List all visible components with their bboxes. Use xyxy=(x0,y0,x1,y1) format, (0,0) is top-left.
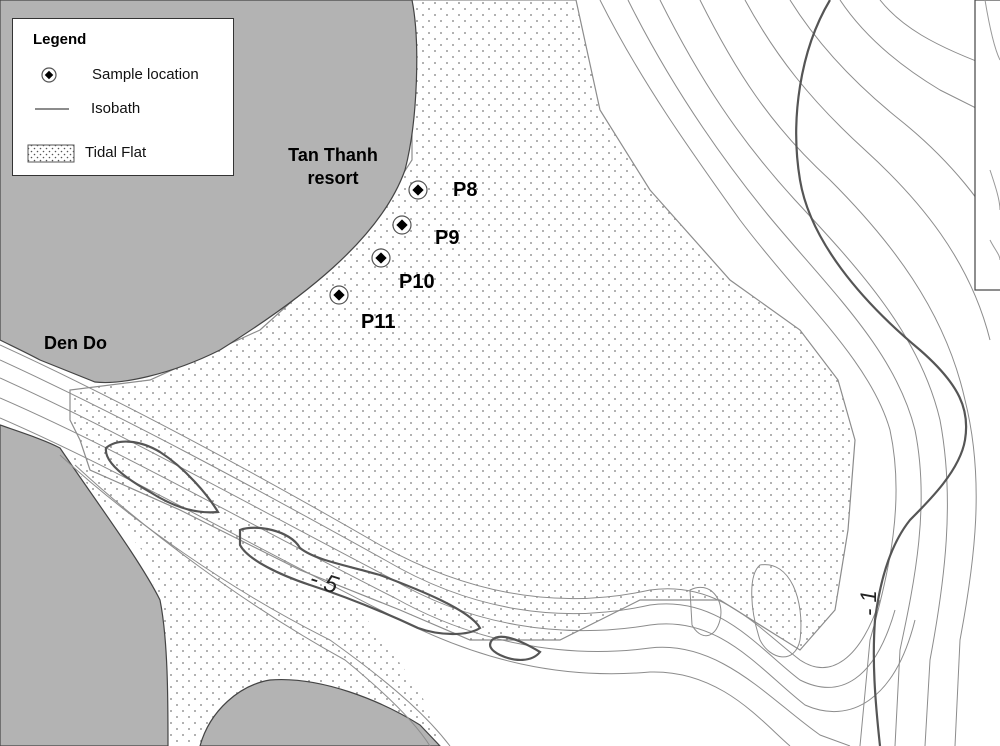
label-p11: P11 xyxy=(361,311,395,333)
legend-label-sample-location: Sample location xyxy=(92,66,199,83)
tidal-flat-area xyxy=(69,0,856,651)
label-resort: resort xyxy=(307,168,358,188)
legend-title: Legend xyxy=(33,31,87,48)
isobath-minus5-shoal-2 xyxy=(238,526,482,636)
map-legend: Legend Sample location Isobath xyxy=(12,18,234,176)
legend-label-tidal-flat: Tidal Flat xyxy=(85,144,147,161)
legend-item-sample-location: Sample location xyxy=(13,63,233,87)
legend-item-isobath: Isobath xyxy=(13,97,233,121)
sample-marker-p11[interactable] xyxy=(329,285,349,305)
label-p10: P10 xyxy=(399,271,435,293)
sample-markers xyxy=(329,180,428,305)
label-tan-thanh: Tan Thanh xyxy=(288,145,378,165)
tidal-flat-pattern-icon xyxy=(27,141,75,165)
sample-marker-p8[interactable] xyxy=(408,180,428,200)
legend-item-tidal-flat: Tidal Flat xyxy=(13,141,233,165)
label-isobath-minus1: - 1 xyxy=(856,590,881,616)
legend-label-isobath: Isobath xyxy=(91,100,141,117)
inset-map xyxy=(974,0,1000,291)
sample-marker-p9[interactable] xyxy=(392,215,412,235)
isobath-minus5-shoal-1 xyxy=(104,440,220,514)
label-p9: P9 xyxy=(435,227,459,249)
main-isobaths xyxy=(104,0,968,746)
label-p8: P8 xyxy=(453,179,477,201)
sample-marker-p10[interactable] xyxy=(371,248,391,268)
label-den-do: Den Do xyxy=(44,333,107,353)
land-west xyxy=(0,424,169,746)
sample-location-icon xyxy=(41,63,81,87)
tidal-flat-lower xyxy=(60,450,440,746)
land-south xyxy=(199,678,441,746)
isobath-minus1-line xyxy=(795,0,968,746)
isobath-line-icon xyxy=(35,97,75,121)
isobath-minus5-shoal-3 xyxy=(489,635,542,661)
